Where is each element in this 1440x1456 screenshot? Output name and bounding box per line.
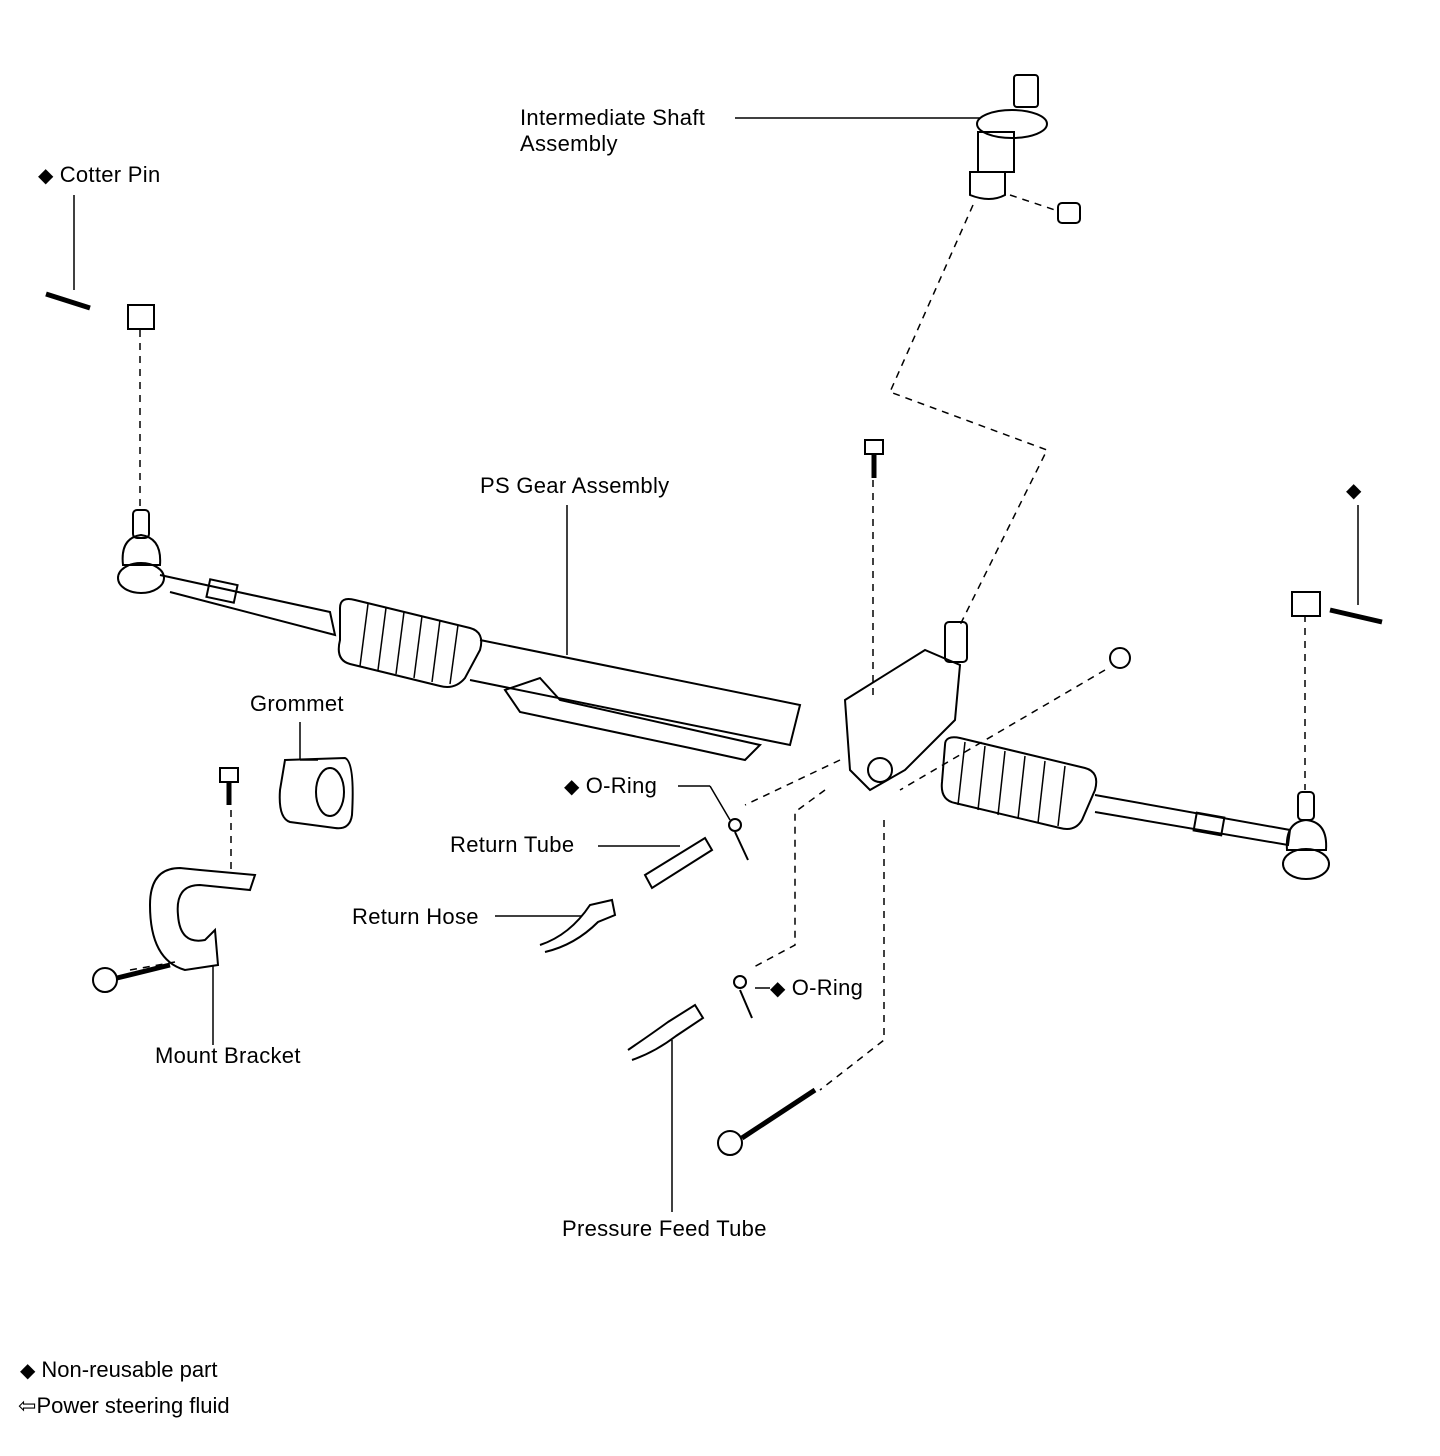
legend-fluid-text: Power steering fluid — [36, 1393, 230, 1418]
cotter-pin-label: ◆Cotter Pin — [38, 162, 161, 189]
mounting-bolts — [219, 439, 884, 805]
fluid-arrow-icon: ⇦ — [18, 1393, 37, 1418]
dashed-alignment-lines — [129, 194, 1306, 1091]
return-tube-label: Return Tube — [450, 832, 575, 857]
legend-non-reusable: ◆Non-reusable part — [20, 1357, 218, 1384]
grommet-label: Grommet — [250, 691, 344, 716]
cotter-pin-text: Cotter Pin — [59, 162, 161, 187]
return-hose-label: Return Hose — [352, 904, 479, 929]
non-reusable-icon: ◆ — [564, 776, 580, 798]
intermediate-shaft-drawing — [969, 74, 1081, 224]
cotter-pins-and-nuts — [45, 291, 1383, 625]
legend-power-steering-fluid: ⇦Power steering fluid — [18, 1393, 230, 1419]
o-ring-lower-label: ◆O-Ring — [770, 975, 863, 1002]
intermediate-shaft-label: Intermediate Shaft Assembly — [520, 105, 705, 157]
intermediate-shaft-label-line1: Intermediate Shaft — [520, 105, 706, 130]
pressure-feed-tube-and-bolt — [627, 975, 817, 1156]
grommet-drawing — [278, 756, 354, 830]
non-reusable-icon: ◆ — [20, 1360, 36, 1382]
pressure-feed-tube-label: Pressure Feed Tube — [562, 1216, 767, 1241]
return-tube-and-hose — [539, 818, 749, 953]
rack-housing — [337, 598, 1292, 847]
leader-lines — [73, 117, 1359, 1212]
non-reusable-icon: ◆ — [770, 978, 786, 1000]
o-ring-upper-text: O-Ring — [585, 773, 658, 798]
o-ring-upper-label: ◆O-Ring — [564, 773, 657, 800]
o-ring-lower-text: O-Ring — [791, 975, 864, 1000]
non-reusable-icon: ◆ — [1346, 480, 1362, 502]
intermediate-shaft-label-line2: Assembly — [520, 131, 618, 156]
ps-gear-assembly-label: PS Gear Assembly — [480, 473, 670, 498]
non-reusable-icon: ◆ — [38, 165, 54, 187]
right-cotter-pin-marker: ◆ — [1346, 477, 1368, 504]
mount-bracket-drawing — [92, 866, 257, 993]
mount-bracket-label: Mount Bracket — [155, 1043, 301, 1068]
left-tie-rod-end — [117, 509, 337, 637]
right-tie-rod-end — [1282, 791, 1330, 880]
legend-non-reusable-text: Non-reusable part — [41, 1357, 218, 1382]
